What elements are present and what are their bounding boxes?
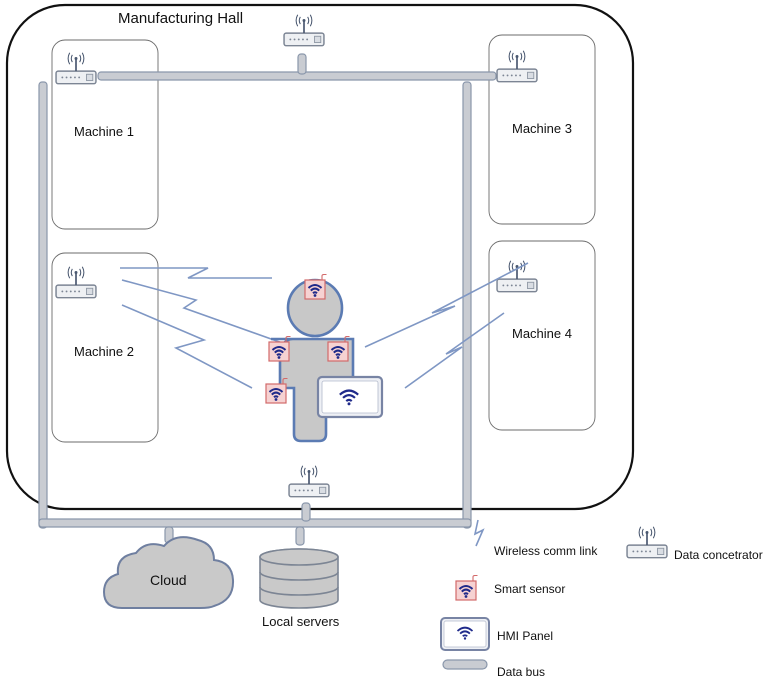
wireless-link-legend-icon xyxy=(473,519,485,547)
machine-4-label: Machine 4 xyxy=(512,326,572,341)
data-bus-bottom xyxy=(38,518,472,528)
local-servers-label: Local servers xyxy=(262,614,340,629)
machine-3-label: Machine 3 xyxy=(512,121,572,136)
wireless-link-machine2-hand xyxy=(121,304,253,389)
manufacturing-hall-boundary xyxy=(5,3,635,511)
concentrator-bottom-icon[interactable] xyxy=(288,464,330,498)
legend-concentrator-label: Data concetrator xyxy=(674,548,763,562)
machine-2-box[interactable] xyxy=(51,252,159,443)
data-bus-left xyxy=(38,81,48,529)
wireless-link-machine2-shoulder xyxy=(121,279,289,346)
hall-title: Manufacturing Hall xyxy=(118,10,244,27)
wireless-links xyxy=(120,262,529,547)
legend-sensor-icon xyxy=(455,575,479,601)
local-servers-database[interactable] xyxy=(259,548,339,609)
data-bus-bottom-riser xyxy=(301,502,311,522)
cloud-label: Cloud xyxy=(150,572,187,588)
data-bus-network xyxy=(38,53,497,546)
data-bus-right xyxy=(462,81,472,529)
legend-data-bus-icon xyxy=(442,659,488,670)
legend-bus-label: Data bus xyxy=(497,665,546,679)
data-bus-top-riser xyxy=(297,53,307,75)
hmi-panel[interactable] xyxy=(316,375,384,419)
concentrator-top-icon[interactable] xyxy=(283,13,325,47)
machine-1-label: Machine 1 xyxy=(74,124,134,139)
machine-2-label: Machine 2 xyxy=(74,344,134,359)
wireless-link-machine4-hmi xyxy=(404,312,505,389)
legend-hmi-icon xyxy=(440,617,490,651)
wireless-link-machine4-shoulder xyxy=(364,262,529,348)
legend-hmi-label: HMI Panel xyxy=(497,629,554,643)
machine-1-box[interactable] xyxy=(51,39,159,230)
data-bus-server-drop xyxy=(295,526,305,546)
wireless-link-machine2-head xyxy=(120,267,272,279)
cloud-shape[interactable] xyxy=(102,536,235,609)
sensor-head-icon[interactable] xyxy=(304,274,328,300)
legend-wireless-label: Wireless comm link xyxy=(494,544,598,558)
legend-concentrator-icon xyxy=(626,525,668,559)
legend-sensor-label: Smart sensor xyxy=(494,582,566,596)
data-bus-top xyxy=(97,71,497,81)
